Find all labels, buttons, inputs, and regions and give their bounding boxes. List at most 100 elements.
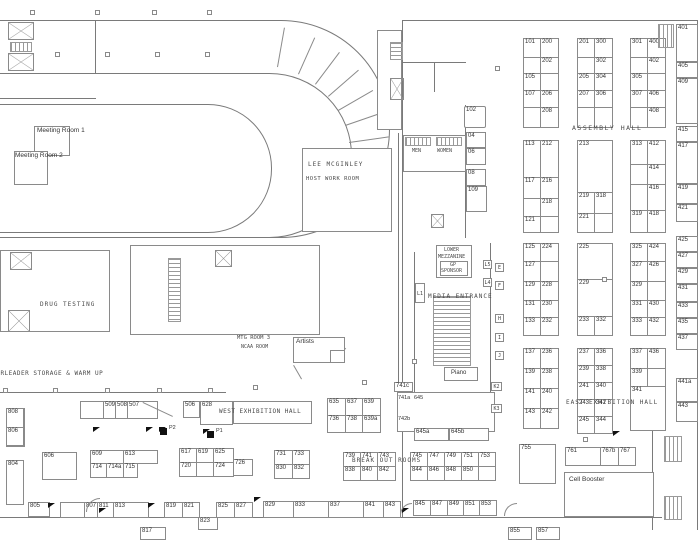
booth-number: 724: [215, 463, 226, 469]
room-booth-755: 755: [519, 444, 556, 484]
booth-number: 714a: [108, 464, 122, 470]
booth-301: 301: [631, 39, 648, 58]
booth-242: 242: [541, 409, 559, 429]
mtg-room-3-label: MTG ROOM 3: [237, 335, 271, 341]
door-symbol: [613, 431, 620, 436]
room-booth-405: 405: [676, 62, 698, 78]
booth-749: 749: [445, 453, 462, 467]
booth-number: 830: [276, 465, 287, 471]
booth-number: 338: [596, 366, 607, 372]
room-booth-08: 08: [466, 169, 486, 186]
column-marker: [95, 10, 100, 15]
booth-label: 405: [678, 63, 689, 69]
booth-306: 306: [595, 91, 613, 108]
room-booth-429: 429: [676, 268, 698, 284]
booth-number: 509: [105, 402, 116, 408]
booth-number: 767: [620, 448, 631, 454]
room-booth-433: 433: [676, 302, 698, 318]
mezzanine-label: MEZZANINE: [438, 254, 466, 260]
booth-label: 401: [678, 25, 689, 31]
booth-302: 302: [595, 58, 613, 74]
booth-number: 412: [649, 141, 660, 147]
booth-number: 239: [579, 366, 590, 372]
room-cell-booster-room: [564, 472, 654, 517]
column-marker: [583, 437, 588, 442]
booth-number: 841: [365, 502, 376, 508]
booth-label: 04: [468, 133, 475, 139]
booth-304: 304: [595, 74, 613, 91]
booth-741: 741: [361, 453, 378, 467]
booth-117: 117: [524, 178, 541, 199]
booth-424: 424: [648, 244, 666, 262]
booth-number: 844: [412, 467, 423, 473]
booth-509: 509: [104, 402, 116, 419]
booth-number: 406: [649, 91, 660, 97]
booth-number: 200: [542, 39, 553, 45]
booth-number: 837: [330, 502, 341, 508]
booth-label: 437: [678, 335, 689, 341]
booth-number: 125: [525, 244, 536, 250]
booth-number: 751: [463, 453, 474, 459]
room-booth-645b: 645b: [449, 428, 489, 441]
room-booth-409: 409: [676, 78, 698, 124]
booth-number: 414: [649, 165, 660, 171]
room-booth-109: 109: [466, 186, 487, 212]
diagonal-line: [293, 365, 302, 380]
booth-218: 218: [541, 199, 559, 217]
break-out-rooms-label: BREAK OUT ROOMS: [352, 457, 422, 464]
booth-number: 327: [632, 262, 643, 268]
booth-number: 850: [463, 467, 474, 473]
booth-number: 430: [649, 301, 660, 307]
elevator-box: [8, 22, 34, 40]
room-booth-628: 628: [200, 401, 233, 425]
booth-738: 738: [346, 416, 363, 433]
marker-K3: K3: [491, 404, 502, 413]
p1-label: P1: [216, 428, 223, 434]
booth-label: 08: [468, 170, 475, 176]
booth-714a: 714a: [107, 464, 124, 478]
marker-K2: K2: [491, 382, 502, 391]
booth-number: 107: [525, 91, 536, 97]
column-marker: [602, 277, 607, 282]
booth-label: 857: [538, 528, 549, 534]
booth-825: 825: [217, 503, 235, 518]
booth-225: 225: [578, 244, 613, 280]
booth-743: 743: [378, 453, 396, 467]
booth-325: 325: [631, 244, 648, 262]
room-booth-427: 427: [676, 252, 698, 268]
booth-426: 426: [648, 262, 666, 282]
booth-307: 307: [631, 91, 648, 108]
booth-number: 731: [276, 451, 287, 457]
booth-number: 829: [265, 502, 276, 508]
booth-number: 813: [115, 503, 126, 509]
booth-617: 617: [180, 449, 197, 463]
column-marker: [208, 388, 213, 393]
booth-number: 738: [347, 416, 358, 422]
marker-L5: L5: [483, 260, 492, 269]
booth-206: 206: [541, 91, 559, 108]
booth-318: 318: [595, 193, 613, 214]
booth-849: 849: [448, 501, 464, 516]
column-marker: [105, 52, 110, 57]
booth-406: 406: [648, 91, 666, 108]
booth-number: 637: [347, 399, 358, 405]
booth-number: 339: [632, 369, 643, 375]
booth-141: 141: [524, 389, 541, 409]
stairs-hatch: [658, 24, 674, 48]
booth-853: 853: [480, 501, 497, 516]
column-marker: [30, 10, 35, 15]
booth-label: 628: [202, 402, 213, 408]
booth-cell: [595, 108, 613, 128]
wall: [95, 20, 96, 74]
booth-cell: [648, 74, 666, 91]
booth-label: 435: [678, 319, 689, 325]
booth-number: 218: [542, 199, 553, 205]
booth-cell: [61, 503, 85, 518]
